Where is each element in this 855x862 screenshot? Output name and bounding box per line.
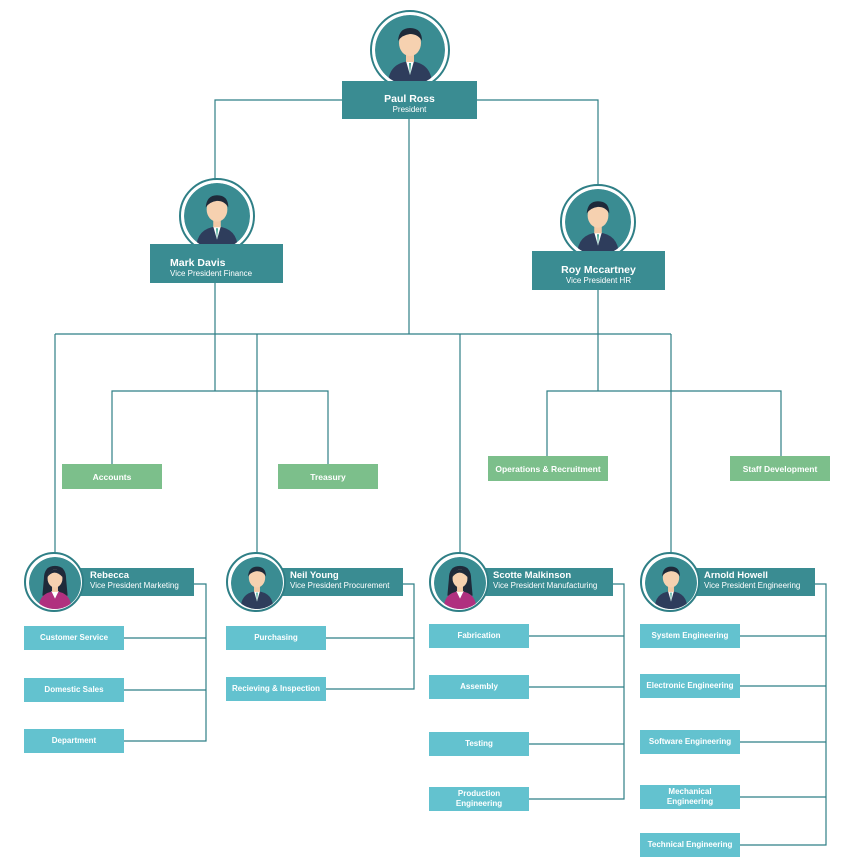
- dept-staff-development[interactable]: Staff Development: [730, 456, 830, 481]
- vp-hr-box[interactable]: Roy Mccartney Vice President HR: [532, 251, 665, 290]
- vp-finance-title: Vice President Finance: [170, 269, 253, 278]
- unit-software-engineering[interactable]: Software Engineering: [640, 730, 740, 754]
- manager-engineering-name: Arnold Howell: [704, 570, 768, 581]
- vp-hr-name: Roy Mccartney: [561, 264, 636, 276]
- unit-assembly[interactable]: Assembly: [429, 675, 529, 699]
- manager-engineering-avatar: [640, 552, 700, 612]
- unit-electronic-engineering[interactable]: Electronic Engineering: [640, 674, 740, 698]
- businesswoman-avatar-icon: [434, 557, 486, 609]
- unit-testing[interactable]: Testing: [429, 732, 529, 756]
- president-box[interactable]: Paul Ross President: [342, 81, 477, 119]
- vp-hr-avatar: [560, 184, 636, 260]
- manager-procurement-title: Vice President Procurement: [290, 581, 390, 590]
- businessman-avatar-icon: [231, 557, 283, 609]
- businesswoman-avatar-icon: [29, 557, 81, 609]
- manager-manufacturing-name: Scotte Malkinson: [493, 570, 572, 581]
- president-title: President: [392, 105, 427, 114]
- manager-procurement-avatar: [226, 552, 286, 612]
- unit-production-engineering[interactable]: Production Engineering: [429, 787, 529, 811]
- dept-treasury[interactable]: Treasury: [278, 464, 378, 489]
- businessman-avatar-icon: [184, 183, 250, 249]
- manager-manufacturing-title: Vice President Manufacturing: [493, 581, 598, 590]
- dept-operations-recruitment[interactable]: Operations & Recruitment: [488, 456, 608, 481]
- manager-marketing-name: Rebecca: [90, 570, 130, 581]
- unit-customer-service[interactable]: Customer Service: [24, 626, 124, 650]
- manager-marketing-title: Vice President Marketing: [90, 581, 179, 590]
- unit-purchasing[interactable]: Purchasing: [226, 626, 326, 650]
- unit-fabrication[interactable]: Fabrication: [429, 624, 529, 648]
- manager-marketing-avatar: [24, 552, 84, 612]
- manager-procurement-name: Neil Young: [290, 570, 339, 581]
- businessman-avatar-icon: [375, 15, 445, 85]
- unit-recieving-inspection[interactable]: Recieving & Inspection: [226, 677, 326, 701]
- vp-hr-title: Vice President HR: [565, 276, 632, 285]
- unit-system-engineering[interactable]: System Engineering: [640, 624, 740, 648]
- president-name: Paul Ross: [384, 93, 435, 105]
- businessman-avatar-icon: [645, 557, 697, 609]
- dept-accounts[interactable]: Accounts: [62, 464, 162, 489]
- businessman-avatar-icon: [565, 189, 631, 255]
- vp-finance-box[interactable]: Mark Davis Vice President Finance: [150, 244, 283, 283]
- manager-manufacturing-avatar: [429, 552, 489, 612]
- vp-finance-avatar: [179, 178, 255, 254]
- unit-department[interactable]: Department: [24, 729, 124, 753]
- manager-engineering-title: Vice President Engineering: [704, 581, 801, 590]
- president-avatar: [370, 10, 450, 90]
- unit-domestic-sales[interactable]: Domestic Sales: [24, 678, 124, 702]
- unit-technical-engineering[interactable]: Technical Engineering: [640, 833, 740, 857]
- vp-finance-name: Mark Davis: [170, 257, 226, 269]
- unit-mechanical-engineering[interactable]: Mechanical Engineering: [640, 785, 740, 809]
